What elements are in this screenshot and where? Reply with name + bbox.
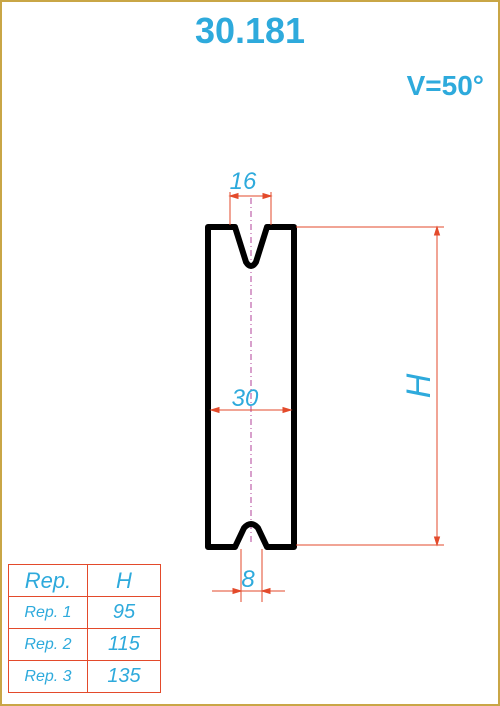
table-row: Rep. 1 95 <box>8 596 161 629</box>
rep-cell: Rep. 2 <box>8 628 88 661</box>
rep-cell: Rep. 1 <box>8 596 88 629</box>
top-width-label: 16 <box>230 168 257 195</box>
table-row: Rep. 2 115 <box>8 628 161 661</box>
h-value-cell: 135 <box>87 660 161 693</box>
body-width-label: 30 <box>232 385 259 412</box>
body-width-dimension <box>209 406 293 414</box>
part-number-title: 30.181 <box>194 10 306 51</box>
rep-table: Rep. H Rep. 1 95 Rep. 2 115 Rep. 3 135 <box>8 564 161 693</box>
header-rep: Rep. <box>8 564 88 597</box>
h-value-cell: 115 <box>87 628 161 661</box>
top-width-dimension <box>228 192 273 225</box>
height-dimension <box>296 225 444 547</box>
rep-cell: Rep. 3 <box>8 660 88 693</box>
table-header-row: Rep. H <box>8 564 161 597</box>
bottom-width-dimension <box>212 549 285 602</box>
die-profile-outline <box>205 224 297 550</box>
table-row: Rep. 3 135 <box>8 660 161 693</box>
height-label: H <box>400 373 438 398</box>
h-value-cell: 95 <box>87 596 161 629</box>
header-h: H <box>87 564 161 597</box>
bottom-width-label: 8 <box>241 566 255 593</box>
v-angle-label: V=50° <box>406 70 484 101</box>
